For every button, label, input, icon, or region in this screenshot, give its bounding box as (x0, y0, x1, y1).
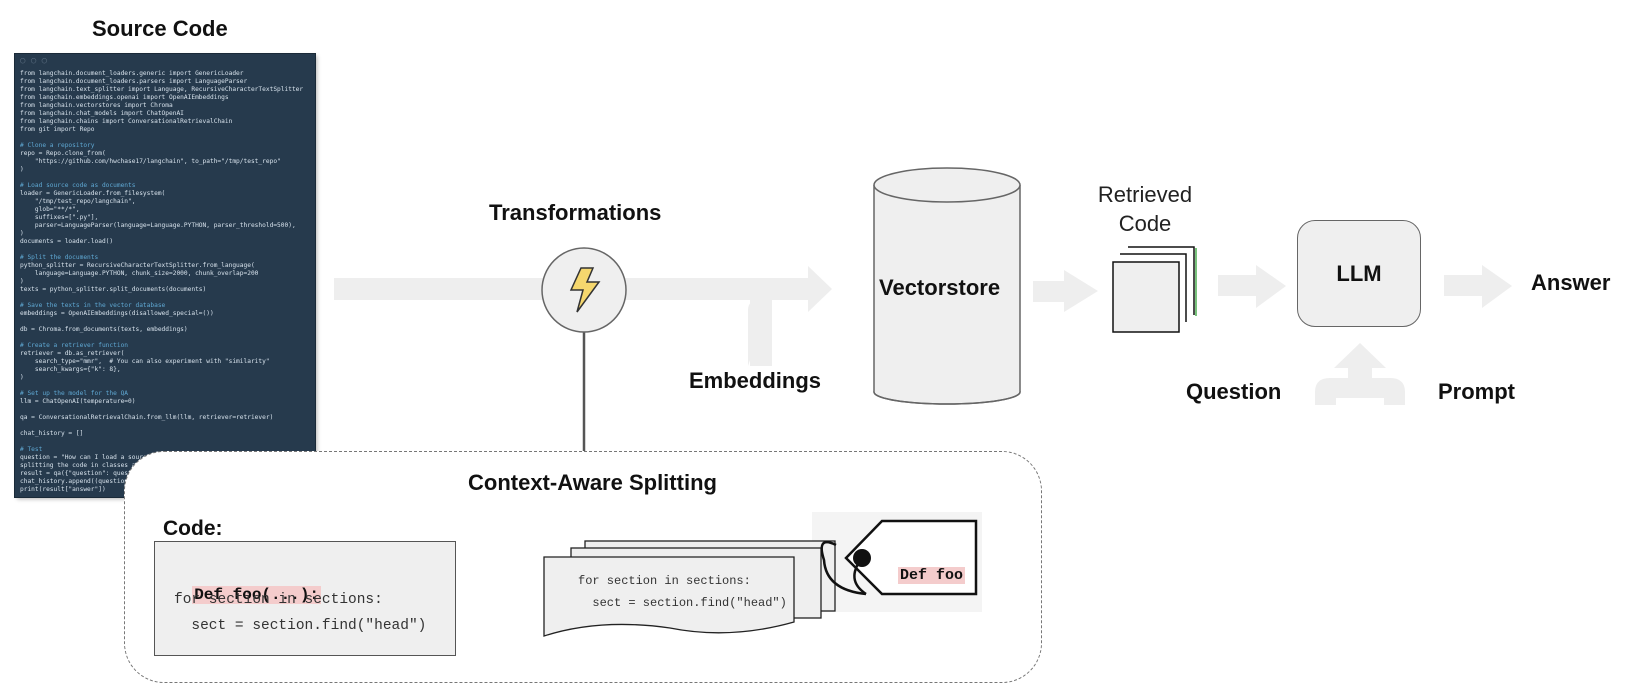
source-code-line: parser=LanguageParser(language=Language.… (20, 222, 296, 229)
source-code-line: from langchain.document_loaders.generic … (20, 70, 244, 77)
answer-label: Answer (1531, 270, 1611, 295)
source-code-line: python_splitter = RecursiveCharacterText… (20, 262, 255, 269)
document-chunks (543, 540, 836, 637)
source-code-line: search_kwargs={"k": 8}, (20, 366, 121, 373)
chunk-line-2: sect = section.find("head") (578, 596, 787, 610)
source-code-line: # Split the documents (20, 254, 99, 261)
lightning-icon (569, 267, 601, 313)
source-code-line: from langchain.chains import Conversatio… (20, 118, 233, 125)
window-dots: ○ ○ ○ (20, 56, 48, 66)
source-code-line: # Test (20, 446, 43, 453)
retrieved-code-documents (1112, 246, 1197, 333)
source-code-line: from langchain.document_loaders.parsers … (20, 78, 248, 85)
source-code-line: llm = ChatOpenAI(temperature=0) (20, 398, 136, 405)
source-code-line: search_type="mmr", # You can also experi… (20, 358, 270, 365)
code-label: Code: (163, 517, 223, 540)
retrieved-code-label: Retrieved Code (1085, 180, 1205, 238)
retrieved-to-llm-arrow (1218, 265, 1286, 308)
llm-to-answer-arrow (1444, 265, 1512, 308)
tag-text: Def foo (898, 567, 966, 584)
source-code-line: ) (20, 278, 24, 285)
source-code-line: from langchain.chat_models import ChatOp… (20, 110, 184, 117)
source-code-line: chat_history = [] (20, 430, 84, 437)
source-code-line: suffixes=[".py"], (20, 214, 99, 221)
source-code-line: from langchain.vectorstores import Chrom… (20, 102, 173, 109)
retrieved-code-label-line1: Retrieved (1097, 182, 1193, 207)
source-code-line: from git import Repo (20, 126, 95, 133)
source-code-line: # Save the texts in the vector database (20, 302, 166, 309)
chunk-line-1: for section in sections: (578, 574, 751, 588)
code-line-1: for section in sections: (174, 592, 383, 608)
source-code-line: language=Language.PYTHON, chunk_size=200… (20, 270, 259, 277)
source-code-line: ) (20, 166, 24, 173)
code-def-highlight: Def foo(...): (192, 586, 322, 604)
source-code-line: # Load source code as documents (20, 182, 136, 189)
source-code-title: Source Code (92, 16, 228, 41)
source-code-line: from langchain.embeddings.openai import … (20, 94, 229, 101)
source-code-line: db = Chroma.from_documents(texts, embedd… (20, 326, 188, 333)
retrieved-code-label-line2: Code (1118, 211, 1172, 236)
splitting-title: Context-Aware Splitting (468, 470, 717, 495)
tag-label: Def foo (880, 550, 966, 584)
question-label: Question (1186, 379, 1282, 404)
source-code-line: # Create a retriever function (20, 342, 129, 349)
llm-box: LLM (1297, 220, 1421, 327)
source-code-line: retriever = db.as_retriever( (20, 350, 125, 357)
source-code-line: qa = ConversationalRetrievalChain.from_l… (20, 414, 274, 421)
question-prompt-merge-arrow (1315, 343, 1405, 405)
code-def-line: Def foo(...): (173, 568, 322, 604)
source-code-line: ) (20, 230, 24, 237)
vectorstore-label: Vectorstore (879, 275, 1001, 300)
source-code-line: "https://github.com/hwchase17/langchain"… (20, 158, 281, 165)
source-code-line: "/tmp/test_repo/langchain", (20, 198, 136, 205)
source-code-line: ) (20, 374, 24, 381)
source-code-line: documents = loader.load() (20, 238, 114, 245)
source-code-line: embeddings = OpenAIEmbeddings(disallowed… (20, 310, 214, 317)
source-code-line: repo = Repo.clone_from( (20, 150, 106, 157)
source-code-panel: ○ ○ ○ from langchain.document_loaders.ge… (15, 54, 315, 497)
embeddings-label: Embeddings (689, 368, 822, 393)
embeddings-stem (750, 300, 772, 366)
code-line-2: sect = section.find("head") (174, 618, 427, 634)
source-code-lines: from langchain.document_loaders.generic … (15, 68, 315, 496)
source-code-line: glob="**/*", (20, 206, 80, 213)
vectorstore-to-retrieved-arrow (1033, 270, 1098, 312)
source-code-line: # Set up the model for the QA (20, 390, 129, 397)
source-code-line: loader = GenericLoader.from_filesystem( (20, 190, 166, 197)
source-code-line: from langchain.text_splitter import Lang… (20, 86, 304, 93)
source-code-line: print(result["answer"]) (20, 486, 106, 493)
prompt-label: Prompt (1438, 379, 1515, 404)
llm-label: LLM (1336, 260, 1382, 286)
transformations-label: Transformations (489, 200, 662, 225)
source-code-line: texts = python_splitter.split_documents(… (20, 286, 207, 293)
vectorstore-cylinder (873, 167, 1021, 405)
source-code-line: # Clone a repository (20, 142, 95, 149)
